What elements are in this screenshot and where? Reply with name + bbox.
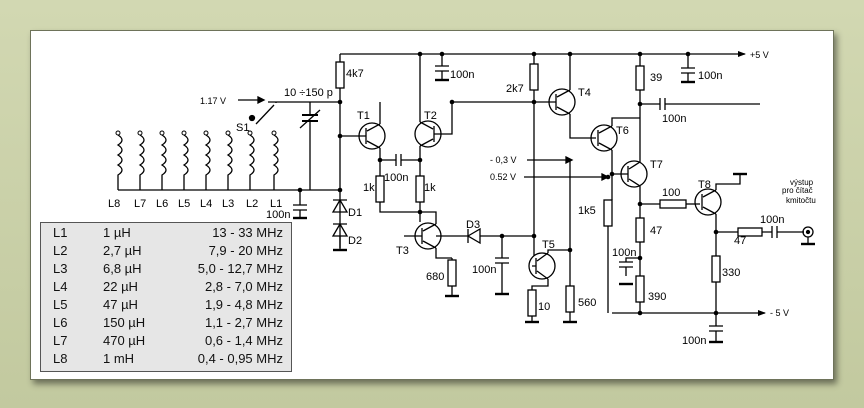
coil-name: L1 [53, 225, 68, 240]
label-r-680: 680 [426, 271, 444, 283]
coil-row: L2 2,7 µH 7,9 - 20 MHz [41, 243, 291, 259]
coil-row: L1 1 µH 13 - 33 MHz [41, 225, 291, 241]
resistor-4k7 [335, 61, 345, 89]
coil-bank [116, 134, 279, 190]
label-c-100n-5: 100n [698, 70, 722, 82]
coil-table: L1 1 µH 13 - 33 MHz L2 2,7 µH 7,9 - 20 M… [40, 222, 292, 372]
label-c-100n-9: 100n [682, 335, 706, 347]
label-l4: L4 [200, 198, 212, 210]
label-1-17v: 1.17 V [200, 96, 226, 106]
coil-frequency-range: 13 - 33 MHz [212, 225, 283, 240]
coil-inductance: 470 µH [103, 333, 146, 348]
coil-frequency-range: 7,9 - 20 MHz [208, 243, 283, 258]
label-d2: D2 [348, 235, 362, 247]
label-t1: T1 [357, 110, 370, 122]
label-r-1k5: 1k5 [578, 205, 596, 217]
label-vystup-3: kmitočtu [786, 196, 816, 205]
label-c-100n-4: 100n [472, 264, 496, 276]
coil-frequency-range: 1,9 - 4,8 MHz [204, 297, 283, 312]
label-r-330: 330 [722, 267, 740, 279]
label-l1: L1 [270, 198, 282, 210]
coil-inductance: 6,8 µH [103, 261, 142, 276]
coil-row: L4 22 µH 2,8 - 7,0 MHz [41, 279, 291, 295]
label-t4: T4 [578, 87, 591, 99]
coil-inductance: 1 µH [103, 225, 131, 240]
label-s1: S1 [236, 122, 249, 134]
label-l7: L7 [134, 198, 146, 210]
label-plus5v: +5 V [750, 50, 769, 60]
coil-name: L5 [53, 297, 68, 312]
label-var-cap: 10 ÷150 p [284, 87, 333, 99]
coil-row: L6 150 µH 1,1 - 2,7 MHz [41, 315, 291, 331]
transistor-t5 [528, 252, 556, 280]
label-r-2k7: 2k7 [506, 83, 524, 95]
transistor-t8 [694, 188, 722, 216]
coil-name: L3 [53, 261, 68, 276]
coil-inductance: 22 µH [103, 279, 138, 294]
label-t8: T8 [698, 179, 711, 191]
label-r-39: 39 [650, 72, 662, 84]
coil-frequency-range: 1,1 - 2,7 MHz [204, 315, 283, 330]
label-d1: D1 [348, 207, 362, 219]
label-r-47-a: 47 [650, 225, 662, 237]
label-t7: T7 [650, 159, 663, 171]
coil-frequency-range: 2,8 - 7,0 MHz [204, 279, 283, 294]
coil-row: L8 1 mH 0,4 - 0,95 MHz [41, 351, 291, 367]
label-t2: T2 [424, 110, 437, 122]
label-vystup-2: pro čítač [782, 186, 813, 195]
label-t3: T3 [396, 245, 409, 257]
label-l2: L2 [246, 198, 258, 210]
label-r-47-b: 47 [734, 235, 746, 247]
label-r-10: 10 [538, 301, 550, 313]
coil-inductance: 2,7 µH [103, 243, 142, 258]
label-c-100n-1: 100n [450, 69, 474, 81]
label-l6: L6 [156, 198, 168, 210]
label-c-100n-8: 100n [760, 214, 784, 226]
label-r-1k-b: 1k [424, 182, 436, 194]
label-c-100n-3: 100n [266, 209, 290, 221]
label-r-560: 560 [578, 297, 596, 309]
coil-name: L8 [53, 351, 68, 366]
label-l3: L3 [222, 198, 234, 210]
label-r-390: 390 [648, 291, 666, 303]
label-minus5v: - 5 V [770, 308, 789, 318]
label-c-100n-7: 100n [612, 247, 636, 259]
coil-frequency-range: 0,6 - 1,4 MHz [204, 333, 283, 348]
coil-row: L5 47 µH 1,9 - 4,8 MHz [41, 297, 291, 313]
label-c-100n-2: 100n [384, 172, 408, 184]
coil-name: L6 [53, 315, 68, 330]
label-d3: D3 [466, 219, 480, 231]
label-vystup-1: výstup [790, 178, 814, 187]
label-l8: L8 [108, 198, 120, 210]
label-4k7: 4k7 [346, 68, 364, 80]
label-minus-0-3v: - 0,3 V [490, 155, 517, 165]
label-t5: T5 [542, 239, 555, 251]
coil-name: L4 [53, 279, 68, 294]
coil-inductance: 47 µH [103, 297, 138, 312]
coil-inductance: 150 µH [103, 315, 146, 330]
transistor-t6 [590, 124, 618, 152]
label-0-52v: 0.52 V [490, 172, 516, 182]
coil-frequency-range: 0,4 - 0,95 MHz [197, 351, 283, 366]
label-t6: T6 [616, 125, 629, 137]
coil-frequency-range: 5,0 - 12,7 MHz [197, 261, 283, 276]
label-r-100: 100 [662, 187, 680, 199]
coil-name: L7 [53, 333, 68, 348]
coil-row: L7 470 µH 0,6 - 1,4 MHz [41, 333, 291, 349]
coil-inductance: 1 mH [103, 351, 135, 366]
label-c-100n-6: 100n [662, 113, 686, 125]
label-l5: L5 [178, 198, 190, 210]
coil-row: L3 6,8 µH 5,0 - 12,7 MHz [41, 261, 291, 277]
label-r-1k-a: 1k [363, 182, 375, 194]
coil-name: L2 [53, 243, 68, 258]
